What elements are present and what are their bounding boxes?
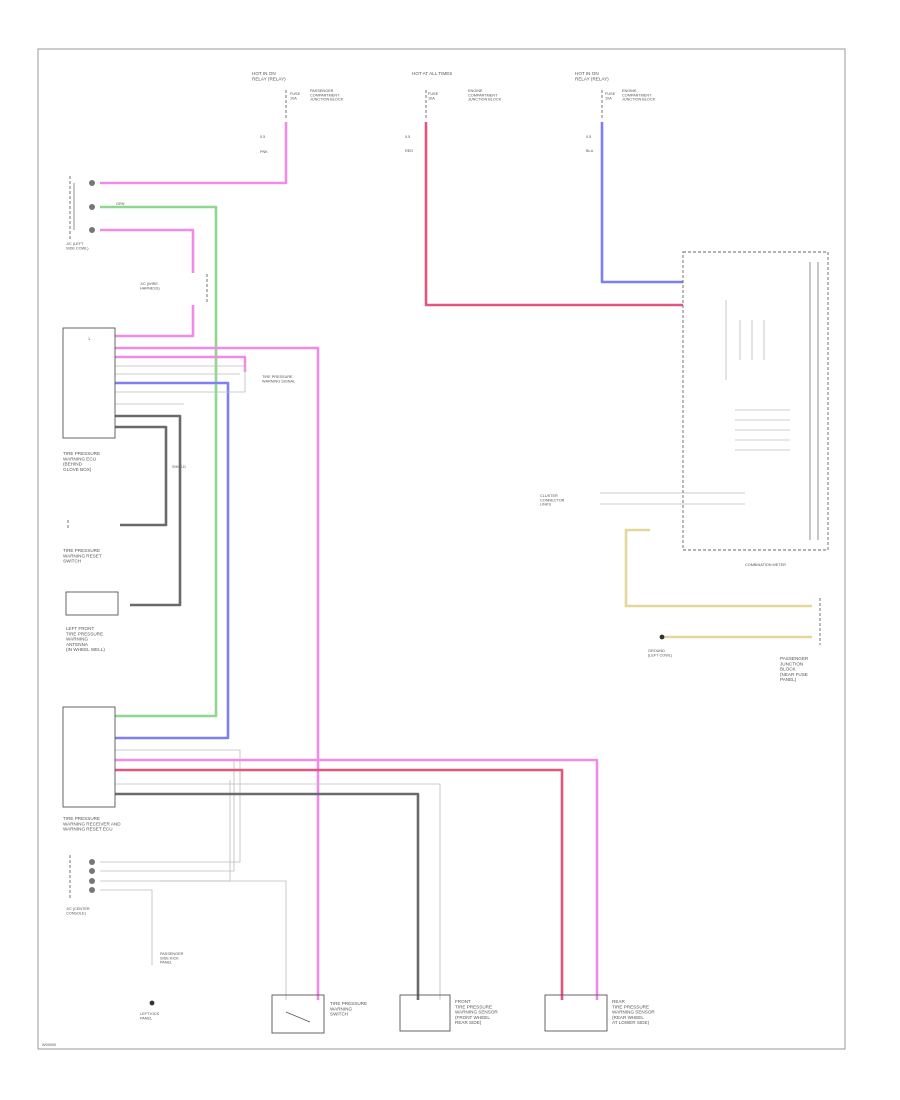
wire-pink-receiver: [115, 758, 599, 1000]
wire-label-pink: PNK: [260, 150, 268, 154]
wire-red-long: [115, 346, 320, 1000]
wire-pink-top: [100, 122, 288, 185]
wire-gray-receiver-2: [100, 759, 235, 872]
source-2-name: HOT AT ALL TIMES: [412, 71, 452, 76]
wire-gray-to-switch: [160, 880, 287, 1000]
wire-blue-top: [600, 122, 683, 284]
svg-text:0.5: 0.5: [260, 135, 265, 139]
ground-left-cowl: GROUND(LEFT COWL): [648, 634, 673, 657]
diagram-code: W00000: [42, 1043, 56, 1047]
wire-thin-receiver: [115, 783, 441, 1000]
wire-label-blue: BLU: [586, 149, 594, 153]
wire-red-top: [424, 122, 683, 307]
wire-red-ecu-2: [115, 355, 247, 372]
ground-label: GROUND(LEFT COWL): [648, 649, 673, 657]
combination-meter: COMBINATION METER: [682, 251, 829, 567]
wire-red-receiver: [115, 768, 564, 1000]
svg-text:0.5: 0.5: [405, 135, 410, 139]
wire-pink-ecu: [115, 305, 195, 338]
wire-dark-2: [115, 425, 168, 527]
wire-label-red: RED: [405, 149, 413, 153]
wire-pink-jc: [100, 228, 195, 273]
wire-blue-ecu: [115, 381, 230, 740]
wire-gray-receiver: [100, 749, 241, 863]
shield-label: SHIELD: [172, 465, 186, 469]
wire-gray-ecu-1: [115, 365, 246, 393]
svg-text:1: 1: [88, 337, 90, 341]
wire-green: [100, 205, 218, 718]
diagram-frame: [37, 48, 846, 1050]
wire-label-green: GRN: [116, 202, 125, 206]
svg-text:0.5: 0.5: [586, 135, 591, 139]
wire-dark-receiver: [115, 792, 420, 1000]
wire-yellow: [624, 528, 812, 608]
wire-dark-1: [115, 414, 182, 607]
wire-gray-receiver-4: [100, 889, 153, 965]
combination-meter-label: COMBINATION METER: [745, 563, 786, 567]
